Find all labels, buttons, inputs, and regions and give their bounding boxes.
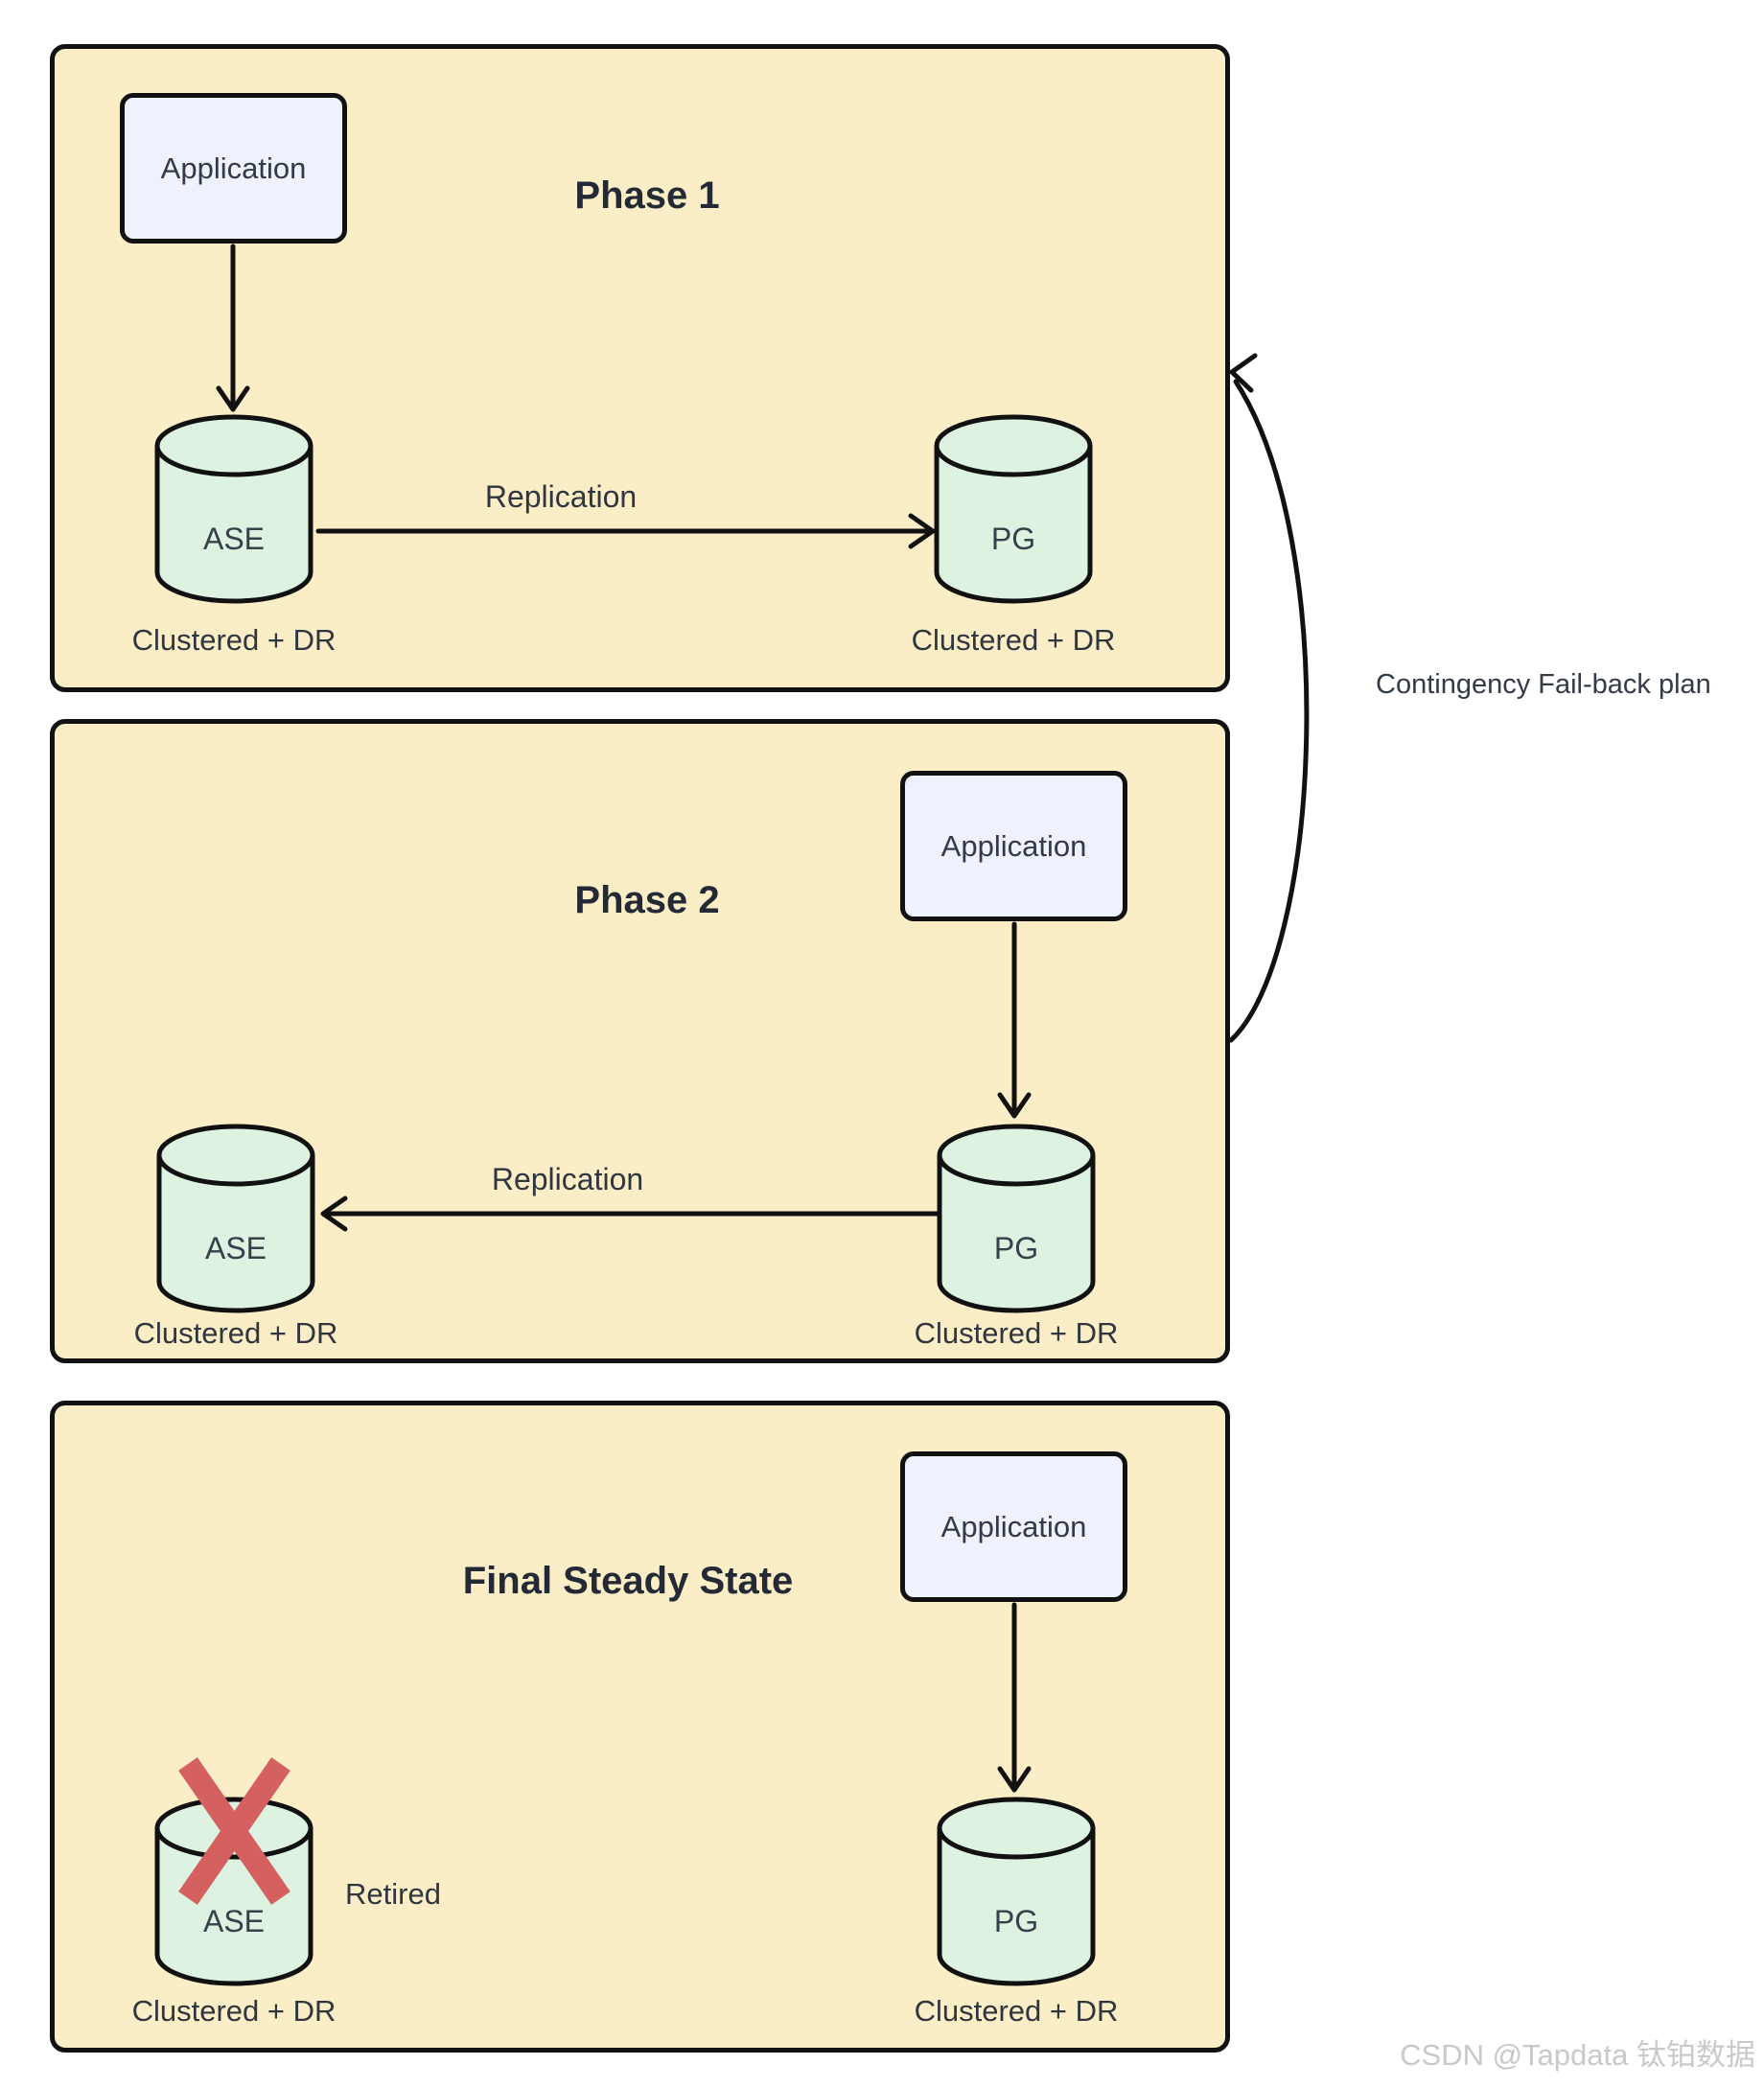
phase2-replication-label: Replication: [491, 1162, 644, 1196]
phase2-application-label: Application: [940, 828, 1087, 863]
phase2-application-node: Application: [900, 771, 1127, 921]
phase1-ase-database-icon: [154, 414, 313, 604]
phase1-pg-database-icon: [934, 414, 1093, 604]
phase1-replication-label: Replication: [484, 479, 638, 514]
phase2-pg-database-icon: [937, 1124, 1096, 1313]
phase2-pg-label: PG: [993, 1230, 1039, 1265]
phase1-application-label: Application: [160, 151, 307, 185]
final-ase-label: ASE: [202, 1903, 266, 1938]
phase2-ase-label: ASE: [204, 1230, 267, 1265]
contingency-failback-label: Contingency Fail-back plan: [1376, 669, 1711, 700]
contingency-failback-arrow: [1228, 353, 1310, 1043]
phase2-ase-database-icon: [156, 1124, 315, 1313]
final-ase-retired-label: Retired: [345, 1877, 441, 1911]
final-application-node: Application: [900, 1451, 1127, 1602]
final-pg-database-icon: [937, 1797, 1096, 1986]
phase1-pg-caption: Clustered + DR: [911, 623, 1116, 657]
phase1-pg-label: PG: [990, 521, 1036, 556]
final-ase-database-icon: [154, 1797, 313, 1986]
final-pg-label: PG: [993, 1903, 1039, 1938]
final-title: Final Steady State: [462, 1560, 794, 1602]
final-application-label: Application: [940, 1509, 1087, 1543]
phase1-ase-caption: Clustered + DR: [131, 623, 337, 657]
phase2-ase-caption: Clustered + DR: [133, 1316, 338, 1350]
phase1-ase-label: ASE: [202, 521, 266, 556]
phase2-pg-caption: Clustered + DR: [914, 1316, 1119, 1350]
watermark: CSDN @Tapdata 钛铂数据: [1400, 2038, 1755, 2072]
phase2-title: Phase 2: [574, 879, 720, 921]
phase1-title: Phase 1: [574, 174, 720, 217]
final-pg-caption: Clustered + DR: [914, 1994, 1119, 2028]
final-ase-caption: Clustered + DR: [131, 1994, 337, 2028]
phase1-application-node: Application: [120, 93, 347, 244]
